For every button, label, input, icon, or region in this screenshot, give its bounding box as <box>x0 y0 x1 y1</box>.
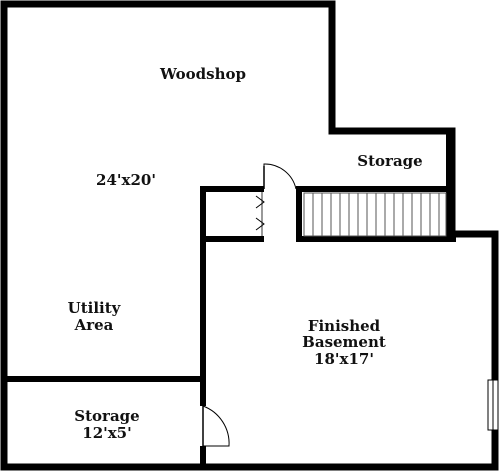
wall-closet-left <box>200 186 206 242</box>
utility-area-label-line1: Utility <box>68 299 122 317</box>
wall-closet-bottom <box>200 236 264 242</box>
wall-stair-right <box>446 131 452 241</box>
utility-area-label-line2: Area <box>74 316 114 334</box>
finished-basement-label-line2: Basement <box>302 333 386 351</box>
wall-basement-left-lower <box>200 446 206 470</box>
door-swing-lower <box>202 405 230 447</box>
staircase <box>303 192 447 237</box>
woodshop-dimensions: 24'x20' <box>96 171 156 189</box>
storage-upper-label: Storage <box>357 152 422 170</box>
stair-outline <box>303 192 447 237</box>
wall-woodshop-upper-right <box>296 186 450 192</box>
storage-lower-label: Storage <box>74 407 139 425</box>
wall-lower-storage-top <box>4 376 206 382</box>
bifold-door-top <box>255 195 265 209</box>
wall-stair-left <box>296 186 302 242</box>
door-swing-upper <box>263 163 297 190</box>
bifold-door-bottom <box>255 217 265 231</box>
finished-basement-dimensions: 18'x17' <box>314 350 374 368</box>
finished-basement-label-line1: Finished <box>308 317 381 335</box>
wall-stair-bottom <box>296 236 456 242</box>
storage-lower-dimensions: 12'x5' <box>82 424 131 442</box>
wall-woodshop-upper <box>200 186 264 192</box>
room-labels: Woodshop 24'x20' Storage Utility Area Fi… <box>68 65 423 442</box>
wall-basement-left-upper <box>200 236 206 406</box>
stair-treads <box>312 193 440 236</box>
doors <box>202 163 297 447</box>
woodshop-label: Woodshop <box>159 65 246 83</box>
